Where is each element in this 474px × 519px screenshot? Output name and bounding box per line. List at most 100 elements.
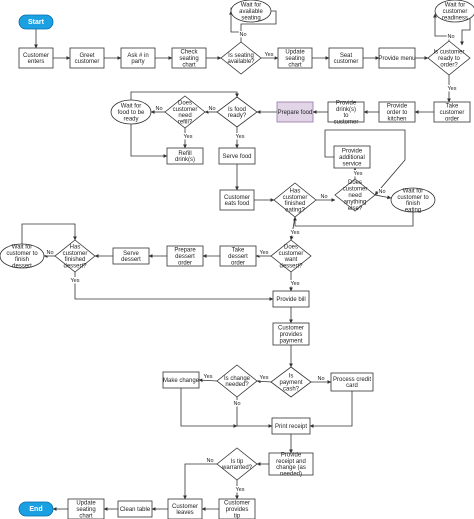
- connector-label-bg: [232, 400, 242, 407]
- connector-label-bg: [154, 105, 164, 112]
- connector-label-yes: Yes: [236, 134, 245, 140]
- connector-52: [183, 463, 217, 500]
- connector-24: [130, 91, 239, 100]
- node-make-change: Make change: [162, 371, 200, 389]
- connector-label-bg: [207, 105, 217, 112]
- end-shape: [18, 501, 54, 517]
- connector-label-bg: [319, 193, 329, 200]
- is-food-ready-shape: [216, 96, 258, 128]
- connector-label-yes: Yes: [260, 375, 269, 381]
- connector-label-yes: Yes: [354, 171, 363, 177]
- connector-label-bg: [263, 51, 275, 58]
- connector-39: [74, 272, 274, 301]
- node-serve-food: Serve food: [218, 147, 256, 165]
- connector-label-bg: [258, 374, 270, 381]
- greet-customer-shape: [69, 47, 105, 69]
- connector-44: [256, 379, 272, 384]
- check-seating-chart-shape: [171, 47, 207, 69]
- connector-label-yes: Yes: [184, 134, 193, 140]
- connector-label-no: No: [239, 32, 246, 38]
- finished-dessert-shape: [54, 239, 96, 273]
- connector-label-no: No: [233, 401, 240, 407]
- need-anything-else-shape: [334, 178, 376, 212]
- prepare-food-label: Prepare food: [278, 110, 313, 116]
- node-start: Start: [18, 14, 54, 30]
- is-ready-to-order-shape: [427, 40, 471, 76]
- connector-label-bg: [205, 457, 215, 464]
- provide-additional-shape: [333, 145, 371, 169]
- connector-23: [130, 124, 168, 158]
- make-change-label: Make change: [163, 378, 200, 384]
- serve-dessert-shape: [112, 247, 150, 265]
- is-seating-available-shape: [220, 41, 262, 75]
- connector-label-bg: [234, 133, 246, 140]
- connector-46: [236, 397, 273, 428]
- connector-label-yes: Yes: [236, 487, 245, 493]
- ask-party-shape: [120, 47, 156, 69]
- connector-label-bg: [258, 249, 270, 256]
- want-dessert-shape: [270, 239, 312, 273]
- connector-label-bg: [446, 33, 456, 40]
- update-seating-chart-2-shape: [67, 498, 105, 519]
- node-provide-bill: Provide bill: [272, 290, 310, 308]
- print-receipt-label: Print receipt: [275, 424, 307, 430]
- connector-label-bg: [377, 188, 387, 195]
- connector-label-bg: [182, 133, 194, 140]
- connector-label-bg: [45, 249, 55, 256]
- seat-customer-shape: [328, 47, 364, 69]
- connector-label-bg: [289, 229, 301, 236]
- wait-readiness-shape: [434, 0, 474, 23]
- wait-seating-shape: [230, 0, 272, 23]
- provide-bill-shape: [272, 290, 310, 308]
- connector-29: [324, 129, 406, 196]
- provide-drinks-shape: [327, 101, 365, 123]
- customer-leaves-shape: [167, 498, 203, 519]
- provide-receipt-change-shape: [268, 452, 314, 476]
- provide-menu-shape: [378, 47, 416, 69]
- update-seating-chart-shape: [277, 47, 313, 69]
- node-end: End: [18, 501, 54, 517]
- connector-label-no: No: [206, 458, 213, 464]
- take-order-shape: [433, 101, 471, 123]
- is-payment-cash-shape: [270, 366, 312, 398]
